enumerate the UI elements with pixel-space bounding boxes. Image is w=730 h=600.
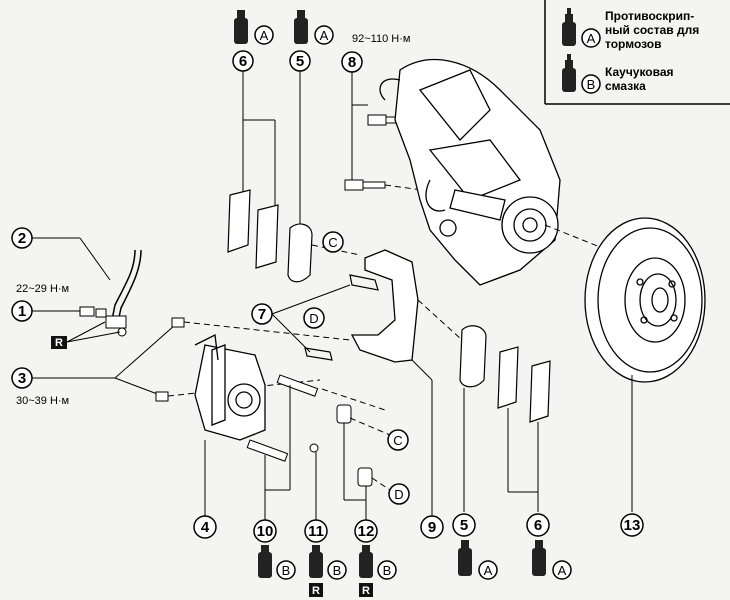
svg-text:A: A [320, 28, 329, 43]
tube-a-5-bottom: A [458, 540, 498, 580]
hose-bolt [79, 306, 127, 337]
legend-a-line3: тормозов [605, 37, 661, 51]
callout-6-bottom: 6 [534, 517, 542, 534]
legend-a-line2: ный состав для [605, 23, 699, 37]
caliper-bracket [350, 249, 419, 363]
caliper-bolt [155, 317, 185, 402]
callout-13: 13 [624, 517, 641, 534]
tube-a-6-top: A [234, 10, 274, 45]
svg-text:A: A [260, 28, 269, 43]
pad-shim-inner [459, 325, 551, 423]
legend-a-line1: Противоскрип- [605, 9, 694, 23]
tube-a-5-top: A [294, 10, 334, 45]
legend: A Противоскрип- ный состав для тормозов … [544, 0, 730, 105]
brake-disc [584, 217, 706, 383]
svg-text:R: R [55, 337, 63, 349]
replace-badge [51, 336, 67, 349]
callout-3: 3 [18, 370, 26, 387]
guide-pin [246, 374, 319, 462]
tube-b-10: B [258, 545, 296, 580]
legend-letter-b: B [587, 77, 596, 92]
svg-text:B: B [333, 563, 342, 578]
pad-clip [304, 274, 379, 361]
callout-5-top: 5 [296, 53, 304, 70]
svg-text:B: B [383, 563, 392, 578]
letter-c-lower: C [393, 433, 402, 448]
tube-a-6-bottom: A [532, 540, 572, 580]
legend-b-line1: Каучуковая [605, 65, 674, 79]
svg-text:A: A [558, 563, 567, 578]
torque-label-8: 92~110 Н·м [352, 33, 410, 45]
callout-7: 7 [258, 306, 266, 323]
legend-b-line2: смазка [605, 79, 646, 93]
callout-4: 4 [201, 519, 210, 536]
tube-b-12: B R [359, 545, 397, 597]
callout-9: 9 [428, 519, 436, 536]
letter-c-upper: C [328, 235, 337, 250]
letter-d-upper: D [309, 311, 318, 326]
torque-label-3: 30~39 Н·м [16, 395, 69, 407]
svg-text:A: A [484, 563, 493, 578]
pad-shim-outer [227, 189, 313, 283]
callout-8: 8 [348, 54, 356, 71]
svg-text:R: R [312, 585, 320, 597]
callout-5-bottom: 5 [460, 517, 468, 534]
callout-11: 11 [308, 523, 324, 540]
grease-tube-icon [562, 54, 576, 92]
brake-hose [111, 249, 142, 323]
callout-2: 2 [18, 230, 26, 247]
callout-6-top: 6 [239, 53, 247, 70]
callout-10: 10 [257, 523, 274, 540]
steering-knuckle [379, 58, 561, 286]
torque-label-1: 22~29 Н·м [16, 283, 69, 295]
pin-boot [309, 404, 373, 487]
letter-d-lower: D [394, 487, 403, 502]
svg-text:R: R [362, 585, 370, 597]
brake-caliper [194, 334, 266, 441]
grease-tube-icon [562, 8, 576, 46]
svg-text:B: B [282, 563, 291, 578]
legend-letter-a: A [587, 31, 596, 46]
callout-12: 12 [358, 523, 375, 540]
callout-1: 1 [18, 303, 26, 320]
tube-b-11: B R [309, 545, 347, 597]
